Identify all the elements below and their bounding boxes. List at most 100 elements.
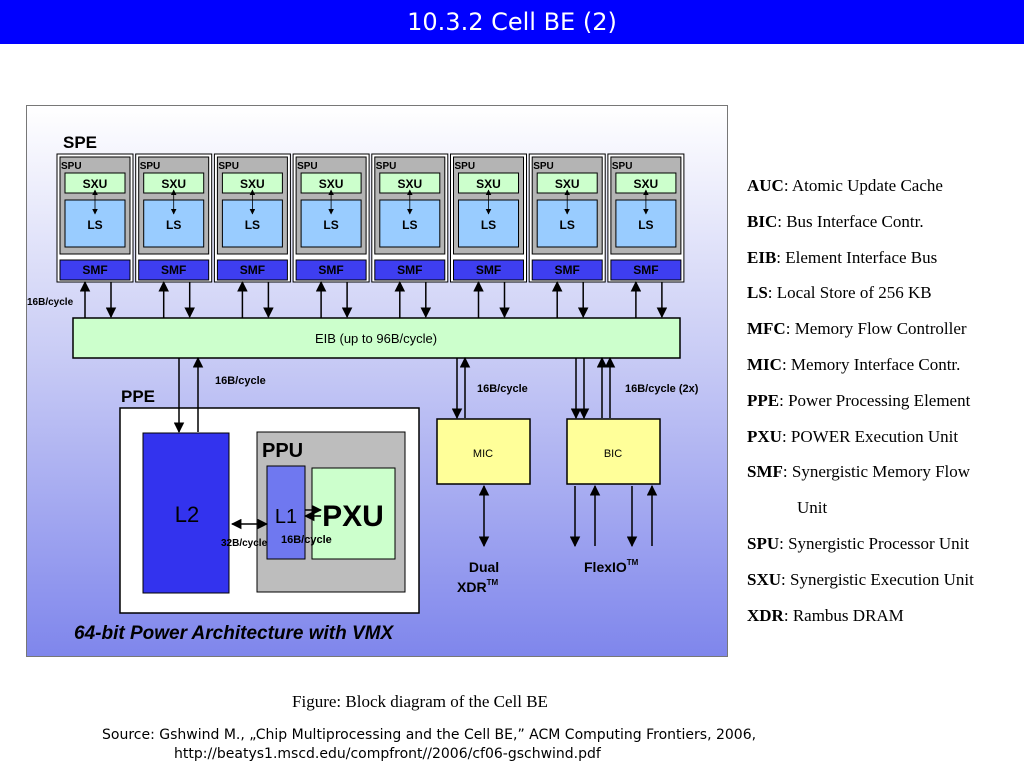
smf-label: SMF xyxy=(633,263,658,277)
legend-item: SPU: Synergistic Processor Unit xyxy=(747,531,1024,567)
l1-label: L1 xyxy=(275,506,297,528)
flexio-label: FlexIO xyxy=(584,559,627,575)
source-citation: Source: Gshwind M., „Chip Multiprocessin… xyxy=(102,726,1002,764)
legend-description: : Power Processing Element xyxy=(779,390,971,410)
spu-label: SPU xyxy=(61,161,82,172)
ls-label: LS xyxy=(245,218,260,232)
diagram-footer: 64-bit Power Architecture with VMX xyxy=(74,623,395,644)
sxu-label: SXU xyxy=(634,177,659,191)
mic-label: MIC xyxy=(473,448,493,460)
legend-abbreviation: LS xyxy=(747,283,768,303)
ls-label: LS xyxy=(560,218,575,232)
legend-description: Unit xyxy=(797,498,828,518)
eib-label: EIB (up to 96B/cycle) xyxy=(315,331,437,346)
svg-text:XDRTM: XDRTM xyxy=(457,578,498,595)
legend-item: SMF: Synergistic Memory Flow xyxy=(747,459,1024,495)
l2-cache-box xyxy=(142,432,230,594)
smf-box xyxy=(216,259,288,281)
legend-abbreviation: EIB xyxy=(747,247,777,267)
legend-abbreviation: PXU xyxy=(747,426,782,446)
eib-box xyxy=(72,317,681,359)
mic-box xyxy=(436,418,531,485)
l2-l1-bandwidth-label: 32B/cycle xyxy=(221,538,268,549)
bic-bandwidth-label: 16B/cycle (2x) xyxy=(625,383,699,395)
smf-box xyxy=(453,259,524,281)
dual-xdr-line2: XDR xyxy=(457,579,487,595)
legend-description: : Memory Interface Contr. xyxy=(781,354,961,374)
sxu-label: SXU xyxy=(161,177,186,191)
spu-array: SPUSXULSSMFSPUSXULSSMFSPUSXULSSMFSPUSXUL… xyxy=(56,153,685,319)
legend-description: : POWER Execution Unit xyxy=(781,426,959,446)
legend-item: AUC: Atomic Update Cache xyxy=(747,173,1024,209)
legend-item: PXU: POWER Execution Unit xyxy=(747,424,1024,460)
legend-item: Unit xyxy=(747,495,1024,531)
ls-label: LS xyxy=(166,218,181,232)
legend-item: MFC: Memory Flow Controller xyxy=(747,316,1024,352)
pxu-label: PXU xyxy=(322,500,384,533)
sxu-label: SXU xyxy=(83,177,108,191)
legend-abbreviation: PPE xyxy=(747,390,780,410)
sxu-label: SXU xyxy=(476,177,501,191)
legend-item: LS: Local Store of 256 KB xyxy=(747,280,1024,316)
sxu-label: SXU xyxy=(240,177,265,191)
ppe-label: PPE xyxy=(121,387,155,406)
smf-label: SMF xyxy=(397,263,422,277)
smf-label: SMF xyxy=(476,263,501,277)
source-line-1: Source: Gshwind M., „Chip Multiprocessin… xyxy=(102,727,757,743)
source-line-2: http://beatys1.mscd.edu/compfront//2006/… xyxy=(174,746,601,762)
legend-abbreviation: MIC xyxy=(747,354,782,374)
smf-label: SMF xyxy=(555,263,580,277)
smf-label: SMF xyxy=(240,263,265,277)
dual-xdr-line1: Dual xyxy=(469,559,499,575)
smf-box xyxy=(295,259,367,281)
ls-box xyxy=(300,199,362,248)
ppu-label: PPU xyxy=(262,440,303,462)
smf-box xyxy=(610,259,682,281)
legend-abbreviation: SPU xyxy=(747,533,780,553)
spu-label: SPU xyxy=(612,161,633,172)
legend-description: : Element Interface Bus xyxy=(776,247,938,267)
bic-label: BIC xyxy=(604,448,622,460)
legend-item: PPE: Power Processing Element xyxy=(747,388,1024,424)
legend-description: : Synergistic Execution Unit xyxy=(781,569,974,589)
cell-be-block-diagram: SPE SPUSXULSSMFSPUSXULSSMFSPUSXULSSMFSPU… xyxy=(26,105,728,657)
svg-text:FlexIOTM: FlexIOTM xyxy=(584,558,639,575)
spu-label: SPU xyxy=(140,161,161,172)
legend-description: : Memory Flow Controller xyxy=(785,319,967,339)
legend-abbreviation: XDR xyxy=(747,605,784,625)
legend-abbreviation: SMF xyxy=(747,462,783,482)
legend-description: : Local Store of 256 KB xyxy=(767,283,932,303)
ls-label: LS xyxy=(638,218,653,232)
l1-pxu-bandwidth-label: 16B/cycle xyxy=(281,534,332,546)
smf-box xyxy=(531,259,603,281)
legend-abbreviation: AUC xyxy=(747,176,784,195)
legend-abbreviation: BIC xyxy=(747,211,778,231)
bic-box xyxy=(566,418,661,485)
figure-caption: Figure: Block diagram of the Cell BE xyxy=(292,692,548,711)
legend-abbreviation: SXU xyxy=(747,569,782,589)
legend-description: : Synergistic Processor Unit xyxy=(779,533,970,553)
dual-xdr-trademark: TM xyxy=(487,578,499,587)
pxu-box xyxy=(311,467,396,560)
smf-label: SMF xyxy=(82,263,107,277)
smf-box xyxy=(138,259,210,281)
spu-label: SPU xyxy=(218,161,239,172)
spu-label: SPU xyxy=(455,161,476,172)
l1-cache-box xyxy=(266,465,306,560)
smf-label: SMF xyxy=(161,263,186,277)
spu-label: SPU xyxy=(297,161,318,172)
legend-item: SXU: Synergistic Execution Unit xyxy=(747,567,1024,603)
spu-label: SPU xyxy=(533,161,554,172)
legend-abbreviation: MFC xyxy=(747,319,786,339)
ls-label: LS xyxy=(481,218,496,232)
sxu-label: SXU xyxy=(555,177,580,191)
legend-item: EIB: Element Interface Bus xyxy=(747,245,1024,281)
l2-label: L2 xyxy=(175,502,199,527)
